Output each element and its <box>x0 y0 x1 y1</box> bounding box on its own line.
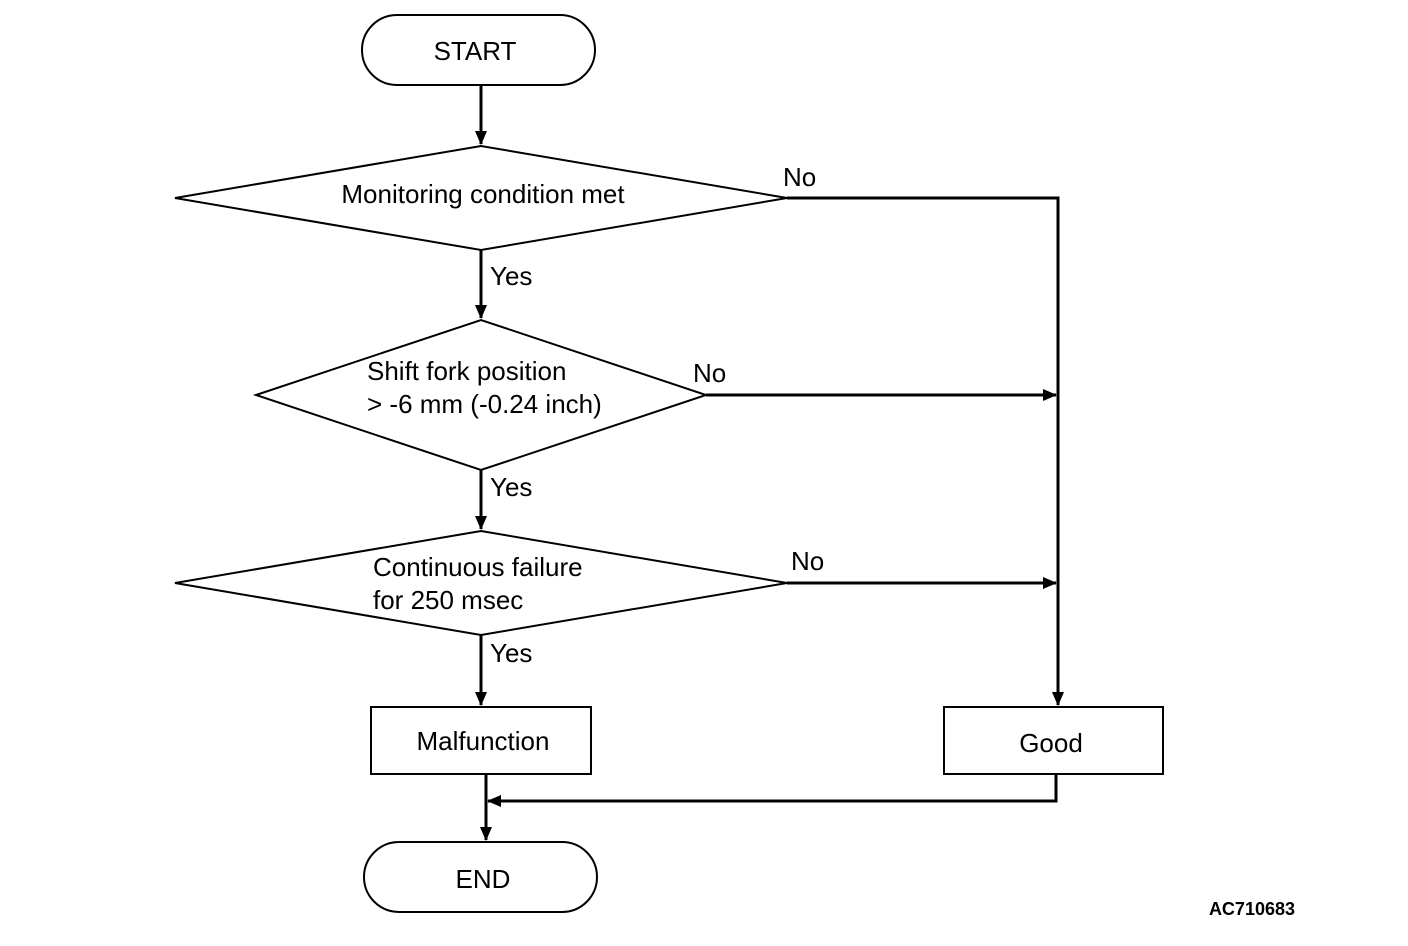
decision-continuous-failure <box>174 529 788 637</box>
end-terminal <box>363 841 598 913</box>
line-good-to-merge <box>487 774 1058 807</box>
decision2-text-line2: > -6 mm (-0.24 inch) <box>367 389 602 419</box>
decision3-no-label: No <box>791 546 824 576</box>
figure-code: AC710683 <box>1209 899 1295 919</box>
end-label: END <box>456 864 511 894</box>
malfunction-box <box>370 706 592 775</box>
decision3-text-line1: Continuous failure <box>373 552 583 582</box>
decision1-text: Monitoring condition met <box>341 179 625 209</box>
good-box <box>943 706 1164 775</box>
decision3-text-line2: for 250 msec <box>373 585 523 615</box>
start-terminal <box>361 14 596 86</box>
decision2-yes-label: Yes <box>490 472 532 502</box>
decision2-no-label: No <box>693 358 726 388</box>
decision1-yes-label: Yes <box>490 261 532 291</box>
decision1-no-label: No <box>783 162 816 192</box>
line-decision1-no-to-good <box>787 196 1064 706</box>
malfunction-label: Malfunction <box>417 726 550 756</box>
decision3-yes-label: Yes <box>490 638 532 668</box>
start-label: START <box>434 36 517 66</box>
decision2-text-line1: Shift fork position <box>367 356 566 386</box>
good-label: Good <box>1019 728 1083 758</box>
